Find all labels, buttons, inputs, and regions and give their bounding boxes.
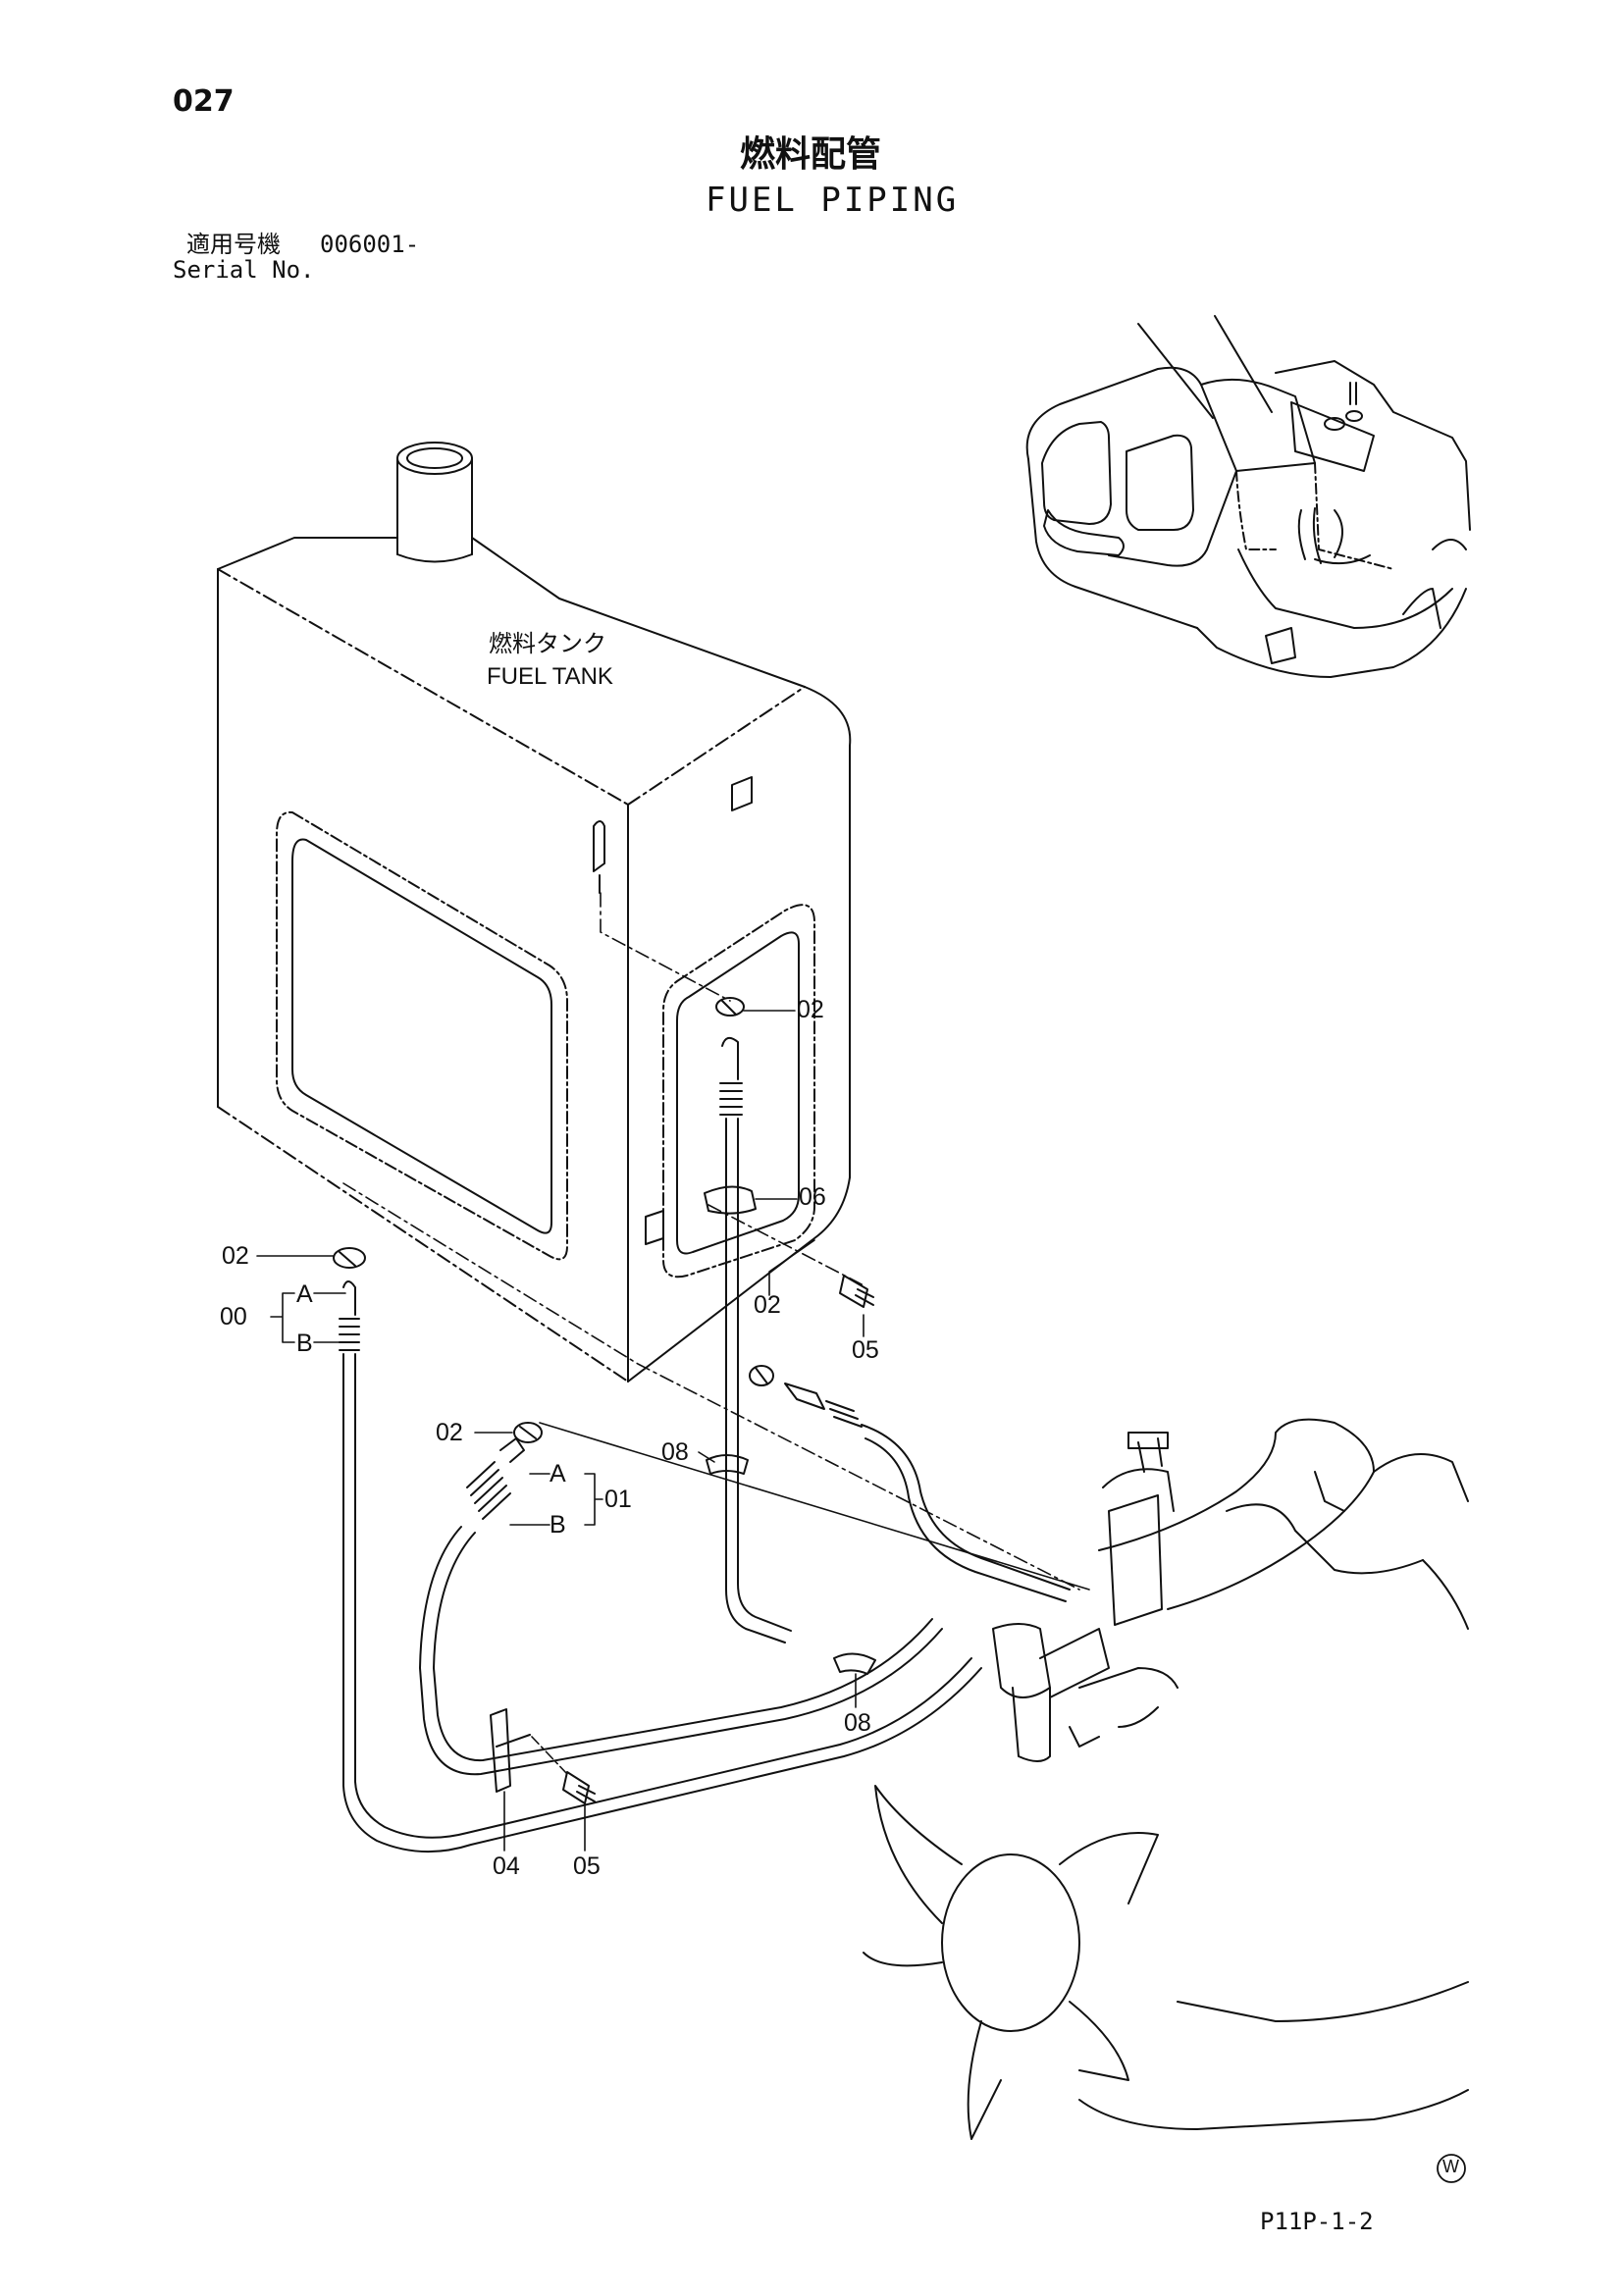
clamp-06 [704,1185,757,1215]
bolt-05-right [839,1275,874,1308]
callout-05-bottom: 05 [573,1852,601,1880]
title-japanese: 燃料配管 [740,134,882,175]
callout-06: 06 [799,1183,826,1211]
fuel-tank [217,442,852,1383]
clamp-02-top [715,997,745,1017]
callout-02-mid: 02 [754,1291,781,1319]
clamp-02-left [333,1247,366,1269]
callout-05-right: 05 [852,1336,879,1364]
callout-01-a: A [550,1460,566,1487]
drawing-code: P11P-1-2 [1260,2208,1374,2235]
callout-01: 01 [604,1486,632,1513]
callout-02-clamp-top: 02 [797,996,824,1023]
return-line [719,1036,792,1644]
bracket-04 [490,1708,531,1793]
callout-08-upper: 08 [661,1438,689,1466]
callout-04: 04 [493,1852,520,1880]
tank-label-en: FUEL TANK [487,663,613,690]
hose-00 [339,1280,982,1853]
serial-value: 006001- [320,231,420,258]
callout-02-left: 02 [222,1242,249,1270]
leader-lines [256,892,1090,1852]
hose-01 [419,1437,943,1776]
clamp-08-lower [833,1652,876,1675]
tank-label-jp: 燃料タンク [489,631,606,657]
clamp-02-mid [749,1365,774,1386]
page-number: 027 [173,84,235,119]
filter-inlet-hose [784,1383,1071,1602]
callout-00-a: A [296,1280,313,1308]
callout-01-b: B [550,1511,566,1539]
serial-label-jp: 適用号機 [186,231,281,258]
corner-mark: W [1442,2157,1459,2176]
callout-00-b: B [296,1330,313,1357]
engine-assembly [863,1418,1469,2140]
bolt-05-bottom [562,1771,596,1804]
clamp-02-lower [513,1422,543,1443]
callout-08-lower: 08 [844,1709,871,1737]
title-english: FUEL PIPING [706,181,960,220]
excavator-inset [1025,315,1471,678]
corner-mark-circle [1437,2154,1466,2183]
callout-00: 00 [220,1303,247,1331]
serial-label-en: Serial No. [173,256,315,284]
clamp-08-upper [706,1454,749,1475]
callout-02-lower: 02 [436,1419,463,1446]
